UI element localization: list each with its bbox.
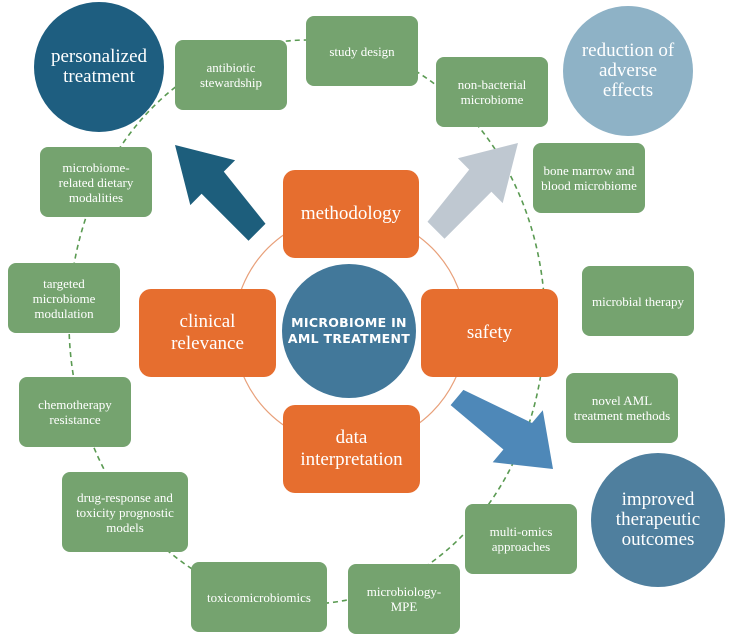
- theme-data-interpretation: data interpretation: [283, 405, 420, 493]
- theme-safety-label: safety: [466, 322, 513, 343]
- topic-multi-omics: multi-omics approaches: [465, 504, 577, 574]
- topic-dietary-modalities-label: microbiome-related dietary modalities: [58, 159, 134, 205]
- topic-non-bacterial-microbiome-label: non-bacterial microbiome: [457, 77, 527, 107]
- topic-toxicomicrobiomics: toxicomicrobiomics: [191, 562, 327, 632]
- topic-microbial-therapy-label: microbial therapy: [591, 293, 685, 309]
- outcome-personalized-treatment-label: personalized treatment: [50, 46, 147, 87]
- topic-novel-aml-methods-label: novel AML treatment methods: [573, 393, 671, 423]
- topic-study-design: study design: [306, 16, 418, 86]
- outcome-improved-outcomes: improved therapeutic outcomes: [591, 453, 725, 587]
- theme-data-interpretation-label: data interpretation: [300, 427, 403, 470]
- topic-drug-response-models: drug-response and toxicity prognostic mo…: [62, 472, 188, 552]
- topic-targeted-modulation: targeted microbiome modulation: [8, 263, 120, 333]
- arrow-to-reduction-adverse-effects: [427, 143, 518, 239]
- outcome-reduction-adverse-effects: reduction of adverse effects: [563, 6, 693, 136]
- center-label: MICROBIOME IN AML TREATMENT: [287, 315, 411, 346]
- topic-toxicomicrobiomics-label: toxicomicrobiomics: [207, 589, 311, 605]
- arrow-to-personalized-treatment: [175, 145, 266, 241]
- topic-antibiotic-stewardship: antibiotic stewardship: [175, 40, 287, 110]
- topic-antibiotic-stewardship-label: antibiotic stewardship: [199, 60, 263, 90]
- topic-study-design-label: study design: [329, 43, 395, 59]
- topic-chemotherapy-resistance: chemotherapy resistance: [19, 377, 131, 447]
- theme-clinical-relevance-label: clinical relevance: [171, 311, 244, 354]
- topic-drug-response-models-label: drug-response and toxicity prognostic mo…: [76, 489, 174, 535]
- topic-dietary-modalities: microbiome-related dietary modalities: [40, 147, 152, 217]
- topic-microbiology-mpe: microbiology-MPE: [348, 564, 460, 634]
- outcome-improved-outcomes-label: improved therapeutic outcomes: [615, 489, 701, 550]
- topic-microbial-therapy: microbial therapy: [582, 266, 694, 336]
- theme-methodology-label: methodology: [300, 203, 402, 224]
- theme-methodology: methodology: [283, 170, 419, 258]
- topic-multi-omics-label: multi-omics approaches: [489, 524, 553, 554]
- topic-targeted-modulation-label: targeted microbiome modulation: [32, 275, 96, 321]
- topic-bone-marrow-blood-microbiome: bone marrow and blood microbiome: [533, 143, 645, 213]
- outcome-personalized-treatment: personalized treatment: [34, 2, 164, 132]
- topic-non-bacterial-microbiome: non-bacterial microbiome: [436, 57, 548, 127]
- topic-chemotherapy-resistance-label: chemotherapy resistance: [38, 397, 112, 427]
- theme-clinical-relevance: clinical relevance: [139, 289, 276, 377]
- center-microbiome-aml-treatment: MICROBIOME IN AML TREATMENT: [282, 264, 416, 398]
- topic-microbiology-mpe-label: microbiology-MPE: [366, 584, 442, 614]
- topic-novel-aml-methods: novel AML treatment methods: [566, 373, 678, 443]
- theme-safety: safety: [421, 289, 558, 377]
- arrow-to-improved-outcomes: [450, 389, 553, 469]
- outcome-reduction-adverse-effects-label: reduction of adverse effects: [581, 40, 675, 101]
- topic-bone-marrow-blood-microbiome-label: bone marrow and blood microbiome: [541, 163, 637, 193]
